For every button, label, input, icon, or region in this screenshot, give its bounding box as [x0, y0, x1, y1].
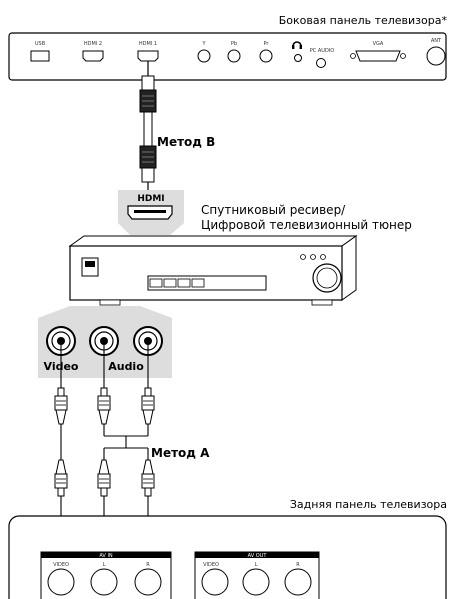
pr-port-label: Pr [264, 41, 270, 47]
vga-port-label: VGA [373, 41, 384, 47]
av-in-video-label: VIDEO [53, 562, 69, 568]
vga-port [355, 50, 401, 62]
y-port [197, 49, 211, 63]
av-in-r-jack [134, 568, 162, 596]
rear-panel-title: Задняя панель телевизора [290, 498, 447, 511]
usb-port-label: USB [35, 41, 46, 47]
pb-port-label: Pb [231, 41, 237, 47]
rca-plug-bottom-video [54, 459, 68, 497]
av-in-label: AV IN [99, 553, 113, 559]
headphones-icon [292, 41, 302, 49]
av-in-video-jack [47, 568, 75, 596]
receiver-title-line2: Цифровой телевизионный тюнер [201, 218, 412, 232]
av-out-r-jack [284, 568, 312, 596]
receiver-audio-label: Audio [108, 360, 144, 373]
receiver-hdmi-label: HDMI [137, 194, 164, 204]
av-out-r-label: R [296, 562, 300, 568]
rca-plug-bottom-audio-l [97, 459, 111, 497]
rca-plug-top-video [54, 387, 68, 425]
pc-audio-port [316, 58, 326, 68]
pb-port [227, 49, 241, 63]
ant-port [426, 46, 446, 66]
hdmi2-port-label: HDMI 2 [84, 41, 102, 47]
side-panel-title: Боковая панель телевизора* [279, 14, 448, 27]
hdmi-cable [139, 61, 157, 210]
method-b-label: Метод B [157, 135, 215, 149]
av-out-l-jack [242, 568, 270, 596]
usb-port [30, 50, 50, 62]
hdmi1-port-label: HDMI 1 [139, 41, 157, 47]
rca-plug-top-audio-l [97, 387, 111, 425]
headphone-port [294, 54, 302, 62]
method-a-label: Метод A [151, 446, 210, 460]
av-in-l-jack [90, 568, 118, 596]
satellite-receiver [68, 235, 358, 306]
y-port-label: Y [201, 41, 206, 47]
rca-plug-top-audio-r [141, 387, 155, 425]
av-in-group: AV IN VIDEO L R [40, 551, 172, 599]
hdmi2-port [82, 50, 104, 62]
av-in-r-label: R [146, 562, 150, 568]
pr-port [259, 49, 273, 63]
av-in-l-label: L [103, 562, 106, 568]
av-out-video-label: VIDEO [203, 562, 219, 568]
ant-port-label: ANT [431, 38, 442, 44]
av-out-video-jack [201, 568, 229, 596]
tv-side-panel [8, 32, 447, 81]
rca-plug-bottom-audio-r [141, 459, 155, 497]
av-out-label: AV OUT [248, 553, 268, 559]
pc-audio-port-label: PC AUDIO [310, 48, 335, 54]
hdmi1-port [137, 50, 159, 62]
av-out-l-label: L [255, 562, 258, 568]
rca-cables [54, 341, 155, 582]
av-out-group: AV OUT VIDEO L R [194, 551, 320, 599]
receiver-title-line1: Спутниковый ресивер/ [201, 203, 346, 217]
